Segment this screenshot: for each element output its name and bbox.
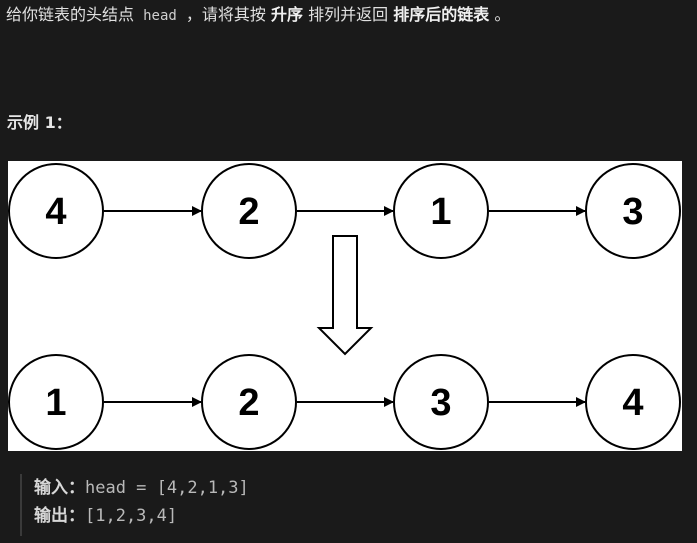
desc-bold-ascending: 升序 [271,5,304,24]
node-value: 3 [430,382,451,424]
list-node [585,163,681,259]
list-node [201,163,297,259]
input-line: 输入：head = [4,2,1,3] [34,474,697,502]
node-value: 4 [45,191,66,233]
list-node [8,163,104,259]
desc-text-4: 。 [494,5,511,24]
input-value: head = [4,2,1,3] [85,478,249,498]
diagram-svg: 4 2 1 3 1 2 3 4 [8,163,681,450]
node-value: 2 [238,191,259,233]
node-value: 1 [45,382,66,424]
code-head: head [143,8,177,24]
down-arrow-icon [316,235,374,356]
list-node [201,354,297,450]
problem-description: 给你链表的头结点 head ，请将其按 升序 排列并返回 排序后的链表 。 [6,4,510,27]
list-node [393,354,489,450]
node-value: 4 [622,382,643,424]
output-label: 输出： [34,506,85,526]
example-io-block: 输入：head = [4,2,1,3] 输出：[1,2,3,4] [20,474,697,536]
list-node [393,163,489,259]
output-line: 输出：[1,2,3,4] [34,502,697,530]
desc-text-2: ，请将其按 [185,5,266,24]
node-value: 1 [430,191,451,233]
linked-list-diagram: 4 2 1 3 1 2 3 4 [8,161,682,451]
node-value: 3 [622,191,643,233]
example-title: 示例 1： [7,113,72,132]
before-row: 4 2 1 3 [8,163,681,259]
list-node [8,354,104,450]
desc-text-1: 给你链表的头结点 [6,5,135,24]
output-value: [1,2,3,4] [85,506,178,526]
node-value: 2 [238,382,259,424]
list-node [585,354,681,450]
desc-bold-sorted-list: 排序后的链表 [393,5,490,24]
after-row: 1 2 3 4 [8,354,681,450]
desc-text-3: 排列并返回 [308,5,389,24]
input-label: 输入： [34,478,85,498]
